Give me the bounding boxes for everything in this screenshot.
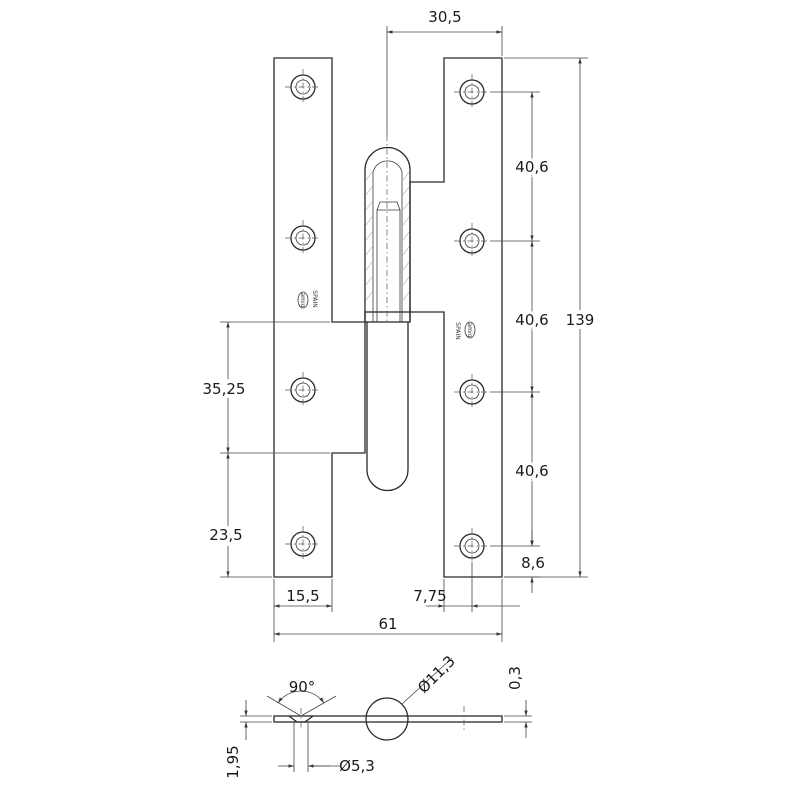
side-knuckle	[365, 697, 409, 741]
screw-hole	[454, 374, 490, 410]
svg-text:amig: amig	[466, 323, 473, 338]
dim-plate-offset: 0,3	[506, 666, 524, 690]
side-dimension-lines	[240, 657, 532, 772]
dim-knuckle-diameter: Ø11,3	[414, 652, 459, 697]
screw-hole	[454, 223, 490, 259]
svg-text:SPAIN: SPAIN	[311, 290, 318, 307]
dimension-lines	[220, 26, 588, 642]
dim-hole-edge-offset: 7,75	[413, 587, 446, 605]
dim-total-height: 139	[566, 311, 595, 329]
right-leaf	[409, 57, 503, 578]
dim-countersink-angle: 90°	[289, 678, 316, 696]
hinge-side-view	[273, 697, 503, 741]
dim-bottom-hole-offset: 8,6	[521, 554, 545, 572]
screw-hole	[454, 528, 490, 564]
screw-hole	[285, 526, 321, 562]
dim-hole-pitch-3: 40,6	[515, 462, 548, 480]
dim-left-leaf-width: 15,5	[286, 587, 319, 605]
svg-text:SPAIN: SPAIN	[454, 322, 461, 339]
dim-left-leaf-lower: 23,5	[209, 526, 242, 544]
screw-hole	[285, 69, 321, 105]
dim-plate-thickness: 1,95	[224, 745, 242, 778]
dim-hole-diameter: Ø5,3	[339, 757, 375, 775]
dim-left-leaf-upper: 35,25	[203, 380, 246, 398]
brand-logo-left: amig SPAIN	[297, 290, 318, 309]
pin-knuckle-top	[364, 146, 411, 322]
screw-hole	[454, 74, 490, 110]
screw-hole	[285, 372, 321, 408]
brand-logo-right: amig SPAIN	[454, 321, 476, 340]
dim-total-width: 61	[378, 615, 397, 633]
dim-pin-to-edge: 30,5	[428, 8, 461, 26]
dim-hole-pitch-1: 40,6	[515, 158, 548, 176]
hinge-front-view: amig SPAIN amig SPAIN	[273, 57, 503, 578]
svg-text:amig: amig	[299, 293, 306, 308]
dimension-labels: 30,5 40,6 40,6 40,6 139 35,25 23,5 8,6 1…	[199, 8, 599, 633]
pin-knuckle-bottom	[366, 322, 409, 492]
screw-hole	[285, 220, 321, 256]
left-leaf	[273, 57, 366, 578]
side-plate	[273, 715, 503, 723]
pin-washer	[364, 311, 411, 323]
dim-hole-pitch-2: 40,6	[515, 311, 548, 329]
